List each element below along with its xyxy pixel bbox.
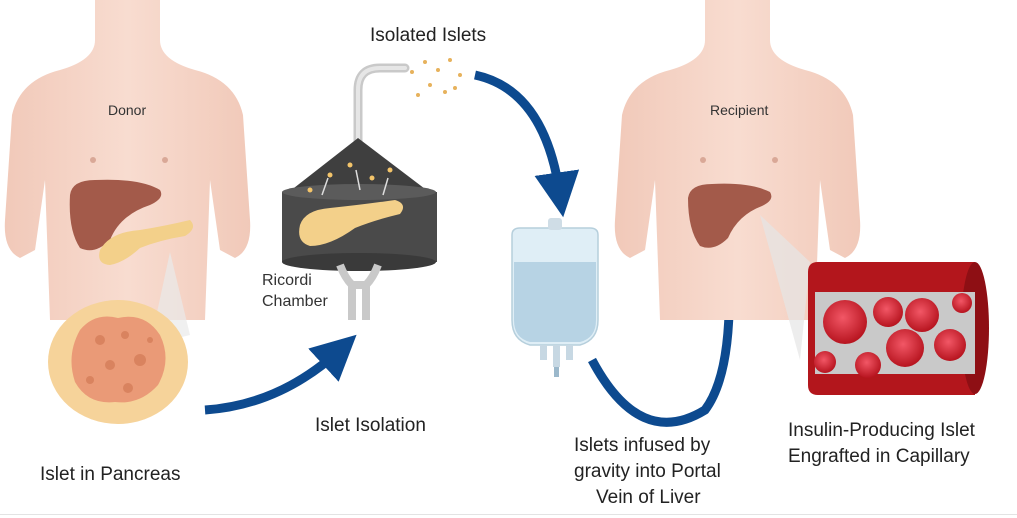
arrow-to-iv-bag bbox=[473, 70, 580, 218]
infusion-label: Islets infused by gravity into Portal Ve… bbox=[574, 433, 794, 511]
capillary-cross-section-icon bbox=[808, 262, 989, 395]
recipient-label: Recipient bbox=[710, 102, 769, 118]
islet-isolation-label: Islet Isolation bbox=[315, 415, 426, 436]
ricordi-chamber-icon bbox=[282, 63, 437, 320]
arrow-isolation bbox=[204, 334, 357, 415]
recipient-liver-icon bbox=[688, 183, 772, 248]
donor-liver-icon bbox=[69, 179, 162, 251]
donor-torso-icon bbox=[4, 0, 251, 345]
islet-in-pancreas-icon bbox=[48, 300, 188, 424]
ricordi-chamber-label-line2: Chamber bbox=[262, 293, 328, 310]
islet-in-pancreas-label: Islet in Pancreas bbox=[40, 464, 181, 485]
bottom-divider bbox=[0, 514, 1017, 515]
infusion-label-line2: gravity into Portal bbox=[574, 461, 721, 482]
engrafted-label: Insulin-Producing Islet Engrafted in Cap… bbox=[788, 418, 975, 470]
donor-label: Donor bbox=[108, 102, 147, 118]
engrafted-label-line2: Engrafted in Capillary bbox=[788, 446, 970, 467]
recipient-torso-icon bbox=[614, 0, 861, 360]
isolated-islets-label: Isolated Islets bbox=[370, 25, 487, 46]
engrafted-label-line1: Insulin-Producing Islet bbox=[788, 420, 975, 441]
isolated-islets-dots bbox=[410, 58, 462, 97]
ricordi-chamber-label-line1: Ricordi bbox=[262, 272, 312, 289]
ricordi-chamber-label: Ricordi Chamber bbox=[262, 270, 328, 312]
donor-pancreas-icon bbox=[99, 220, 194, 265]
iv-bag-icon bbox=[511, 218, 599, 377]
infusion-label-line1: Islets infused by bbox=[574, 435, 711, 456]
infusion-label-line3: Vein of Liver bbox=[596, 487, 701, 508]
